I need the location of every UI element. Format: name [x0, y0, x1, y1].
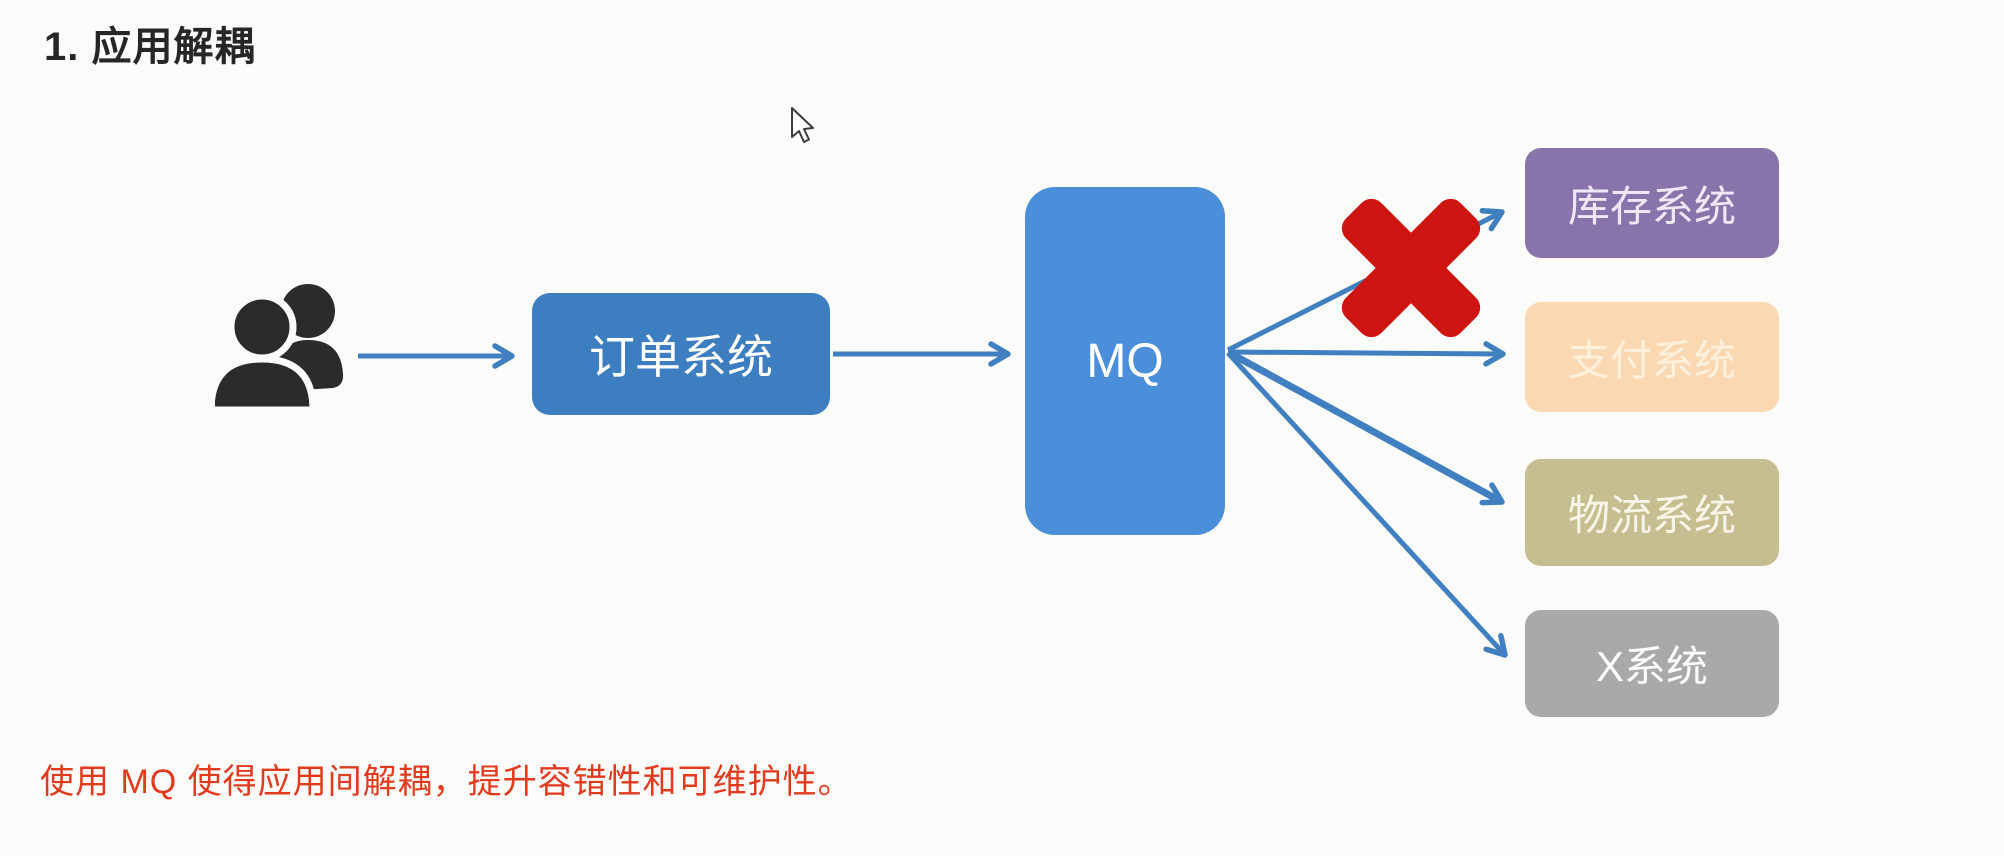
- page-title: 1. 应用解耦: [44, 25, 256, 69]
- node-logistics-system: 物流系统: [1525, 459, 1779, 566]
- node-inventory-label: 库存系统: [1567, 182, 1736, 230]
- node-order-label: 订单系统: [589, 331, 773, 383]
- caption-text: 使用 MQ 使得应用间解耦，提升容错性和可维护性。: [40, 763, 853, 801]
- red-x-icon: [1341, 198, 1481, 338]
- node-mq: MQ: [1025, 187, 1225, 535]
- node-logistics-label: 物流系统: [1567, 492, 1736, 539]
- arrow-mq-to-inventory: [1226, 207, 1505, 353]
- arrow-mq-to-xsys: [1226, 351, 1508, 658]
- node-payment-label: 支付系统: [1567, 336, 1736, 384]
- node-payment-system: 支付系统: [1525, 302, 1779, 412]
- node-order-system: 订单系统: [532, 293, 830, 415]
- node-inventory-system: 库存系统: [1525, 148, 1779, 258]
- node-mq-label: MQ: [1086, 334, 1164, 388]
- arrow-mq-to-payment: [1227, 341, 1506, 367]
- users-icon: [215, 284, 344, 410]
- node-x-system: X系统: [1525, 610, 1779, 717]
- mouse-cursor-icon: [791, 107, 814, 143]
- arrow-mq-to-logistics: [1226, 348, 1505, 506]
- node-x-label: X系统: [1595, 643, 1708, 690]
